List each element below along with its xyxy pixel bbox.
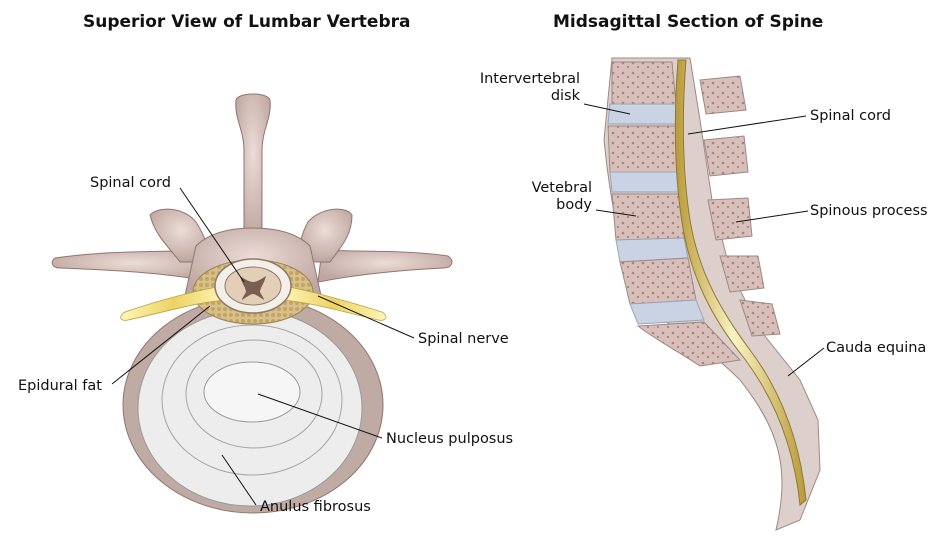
leader-spinal-cord-right — [687, 115, 807, 135]
vertebral-body-2 — [607, 125, 681, 173]
label-spinous-process: Spinous process — [810, 203, 928, 219]
intervertebral-disk-2 — [609, 171, 683, 193]
left-transverse-process — [51, 249, 216, 283]
vertebral-body-5 — [636, 321, 742, 367]
label-vertebral-body-line2: body — [556, 197, 592, 213]
right-leader-lines — [583, 103, 825, 377]
spinous-process-2 — [703, 135, 749, 177]
leader-anulus-fibrosus — [221, 454, 257, 506]
anulus-ring-2 — [161, 324, 343, 476]
right-transverse-process — [317, 249, 453, 283]
leader-intervertebral-disk — [583, 103, 631, 115]
leader-spinous-process — [735, 210, 809, 223]
left-spinal-nerve — [120, 285, 227, 321]
midsagittal-spine-figure — [603, 57, 821, 531]
leader-spinal-cord-left — [179, 187, 245, 283]
gray-matter — [240, 276, 266, 300]
leader-nucleus-pulposus — [257, 393, 383, 439]
spinous-process-5 — [739, 299, 781, 337]
label-anulus-fibrosus: Anulus fibrosus — [260, 499, 371, 515]
spinous-process — [235, 93, 271, 241]
intervertebral-disk-4 — [629, 299, 705, 325]
spinous-process-1 — [699, 75, 747, 115]
right-panel-title: Midsagittal Section of Spine — [553, 12, 824, 32]
leader-cauda-equina — [787, 347, 825, 377]
anulus-ring-3 — [185, 339, 323, 449]
intervertebral-disk-1 — [607, 103, 679, 125]
vertebral-body-4 — [619, 257, 697, 305]
spinous-process-3 — [707, 197, 753, 241]
label-spinal-cord-left: Spinal cord — [90, 175, 171, 191]
vertebral-body-1 — [611, 61, 677, 105]
leader-vertebral-body — [595, 209, 637, 217]
leader-epidural-fat — [111, 305, 211, 385]
label-epidural-fat: Epidural fat — [18, 378, 102, 394]
vertebral-body-3 — [611, 193, 685, 241]
label-spinal-nerve: Spinal nerve — [418, 331, 509, 347]
spinal-cord-sagittal — [674, 59, 807, 506]
label-spinal-cord-right: Spinal cord — [810, 108, 891, 124]
label-intervertebral-disk-line1: Intervertebral — [479, 71, 580, 87]
label-intervertebral-disk-line2: disk — [550, 88, 580, 104]
leader-spinal-nerve-left — [317, 295, 415, 339]
left-leader-lines — [111, 187, 415, 506]
lumbar-vertebra-figure — [51, 93, 453, 514]
label-nucleus-pulposus: Nucleus pulposus — [386, 431, 514, 447]
nucleus-pulposus — [203, 361, 301, 423]
label-cauda-equina: Cauda equina — [826, 340, 927, 356]
spinous-process-4 — [719, 255, 765, 293]
label-vertebral-body: Vetebral body — [500, 180, 592, 214]
label-vertebral-body-line1: Vetebral — [531, 180, 592, 196]
label-intervertebral-disk: Intervertebral disk — [470, 71, 580, 105]
left-panel-title: Superior View of Lumbar Vertebra — [83, 12, 411, 32]
